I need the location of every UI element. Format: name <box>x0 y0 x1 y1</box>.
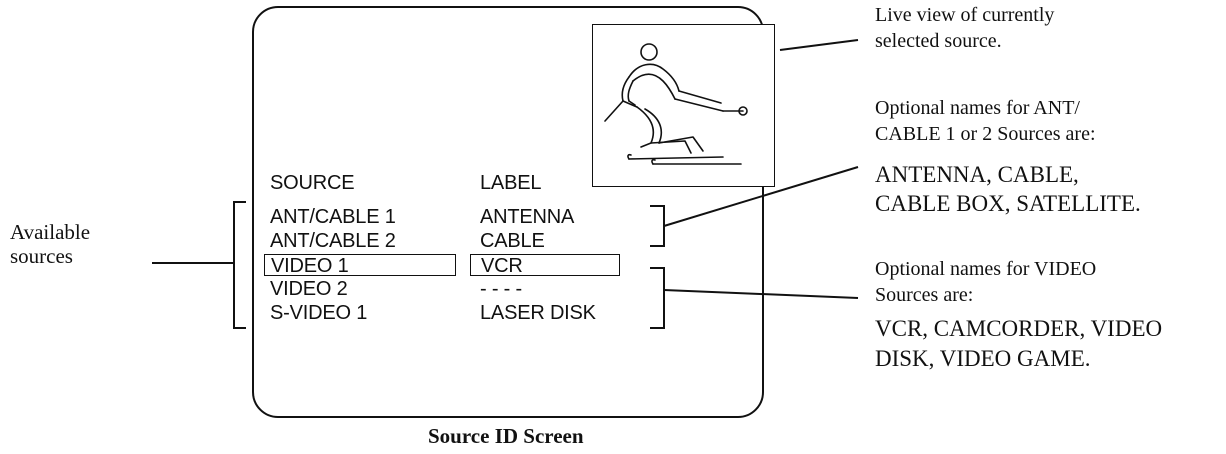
source-column-header: SOURCE <box>270 172 355 194</box>
source-row[interactable]: VIDEO 2 <box>270 278 348 300</box>
source-name: ANT/CABLE 2 <box>270 230 396 252</box>
video-leader <box>663 289 859 299</box>
label-text: LASER DISK <box>480 302 596 324</box>
label-value[interactable]: LASER DISK <box>480 302 596 324</box>
source-name: ANT/CABLE 1 <box>270 206 396 228</box>
live-preview-box <box>592 24 775 187</box>
ant-intro-annotation: Optional names for ANT/ CABLE 1 or 2 Sou… <box>875 97 1096 145</box>
video-bracket <box>650 267 665 329</box>
label-value[interactable]: ANTENNA <box>480 206 574 228</box>
label-column-header: LABEL <box>480 172 542 194</box>
tv-screen-frame <box>252 6 764 418</box>
figure-caption: Source ID Screen <box>428 424 584 448</box>
label-text: - - - - <box>480 278 522 300</box>
source-row[interactable]: S-VIDEO 1 <box>270 302 367 324</box>
video-names-annotation: VCR, CAMCORDER, VIDEO DISK, VIDEO GAME. <box>875 316 1163 371</box>
label-value-selected[interactable]: VCR <box>470 254 620 277</box>
live-view-leader <box>779 39 859 51</box>
label-value[interactable]: CABLE <box>480 230 545 252</box>
video-intro-annotation: Optional names for VIDEO Sources are: <box>875 258 1097 306</box>
skier-icon <box>604 43 748 165</box>
ant-cable-bracket <box>650 205 665 247</box>
source-row[interactable]: ANT/CABLE 2 <box>270 230 396 252</box>
source-name: VIDEO 2 <box>270 278 348 300</box>
source-row[interactable]: ANT/CABLE 1 <box>270 206 396 228</box>
source-name: S-VIDEO 1 <box>270 302 368 324</box>
label-value[interactable]: - - - - <box>480 278 522 300</box>
available-sources-bracket <box>233 201 246 329</box>
ant-cable-leader <box>663 166 859 227</box>
source-name: VIDEO 1 <box>271 255 349 277</box>
live-view-annotation: Live view of currently selected source. <box>875 4 1055 52</box>
source-row-selected[interactable]: VIDEO 1 <box>264 254 456 277</box>
ant-names-annotation: ANTENNA, CABLE, CABLE BOX, SATELLITE. <box>875 162 1141 216</box>
available-sources-annotation: Available sources <box>10 220 91 268</box>
label-text: ANTENNA <box>480 206 575 228</box>
label-text: CABLE <box>480 230 545 252</box>
label-text: VCR <box>481 255 523 277</box>
